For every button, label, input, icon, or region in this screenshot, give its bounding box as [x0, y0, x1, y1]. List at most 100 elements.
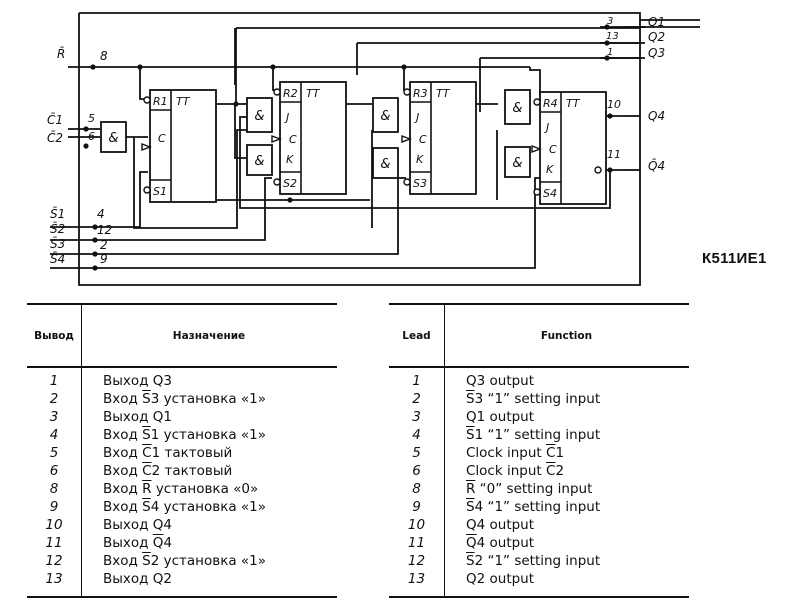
pin-number-6: 6	[88, 130, 95, 143]
clock-triangle	[531, 144, 542, 154]
pin-number-12: 12	[97, 223, 112, 237]
inversion-circle	[143, 186, 151, 194]
lead-number: 10	[407, 517, 426, 533]
lead-function: Вход C2 тактовый	[103, 463, 233, 479]
inversion-circle	[403, 178, 411, 186]
j-pin-label: J	[544, 121, 549, 134]
lead-number: 1	[49, 373, 59, 389]
pin-label-r: R̄	[57, 47, 65, 61]
lead-function: Q4 output	[466, 517, 535, 533]
set-pin-label: S4	[543, 187, 557, 200]
and-gate	[504, 146, 531, 178]
lead-function: Выход Q2	[103, 571, 173, 587]
lead-number: 6	[49, 463, 59, 479]
pin-label-q1: Q1	[648, 15, 665, 29]
wire	[529, 67, 541, 99]
pin-label-s1: S̄1	[50, 207, 65, 221]
header-function: Назначение	[172, 329, 246, 342]
pin-label-s3: S̄3	[50, 237, 65, 251]
outer-frame	[78, 12, 641, 286]
flip-flop-type: TT	[306, 87, 321, 100]
pin-label-c1: C̄1	[47, 113, 63, 127]
pin-label-q4: Q4	[648, 109, 665, 123]
and-gate	[372, 97, 399, 133]
lead-function: Q2 output	[466, 571, 535, 587]
pin-number-8: 8	[100, 49, 108, 63]
table-row: 13 Выход Q2	[27, 570, 337, 588]
k-pin-label: K	[416, 153, 424, 166]
reset-pin-label: R3	[413, 87, 428, 100]
header-lead: Вывод	[34, 329, 74, 342]
reset-pin-label: R2	[283, 87, 298, 100]
wire	[50, 177, 272, 241]
and-gate	[246, 97, 273, 133]
lead-number: 3	[412, 409, 421, 425]
lead-number: 9	[49, 499, 59, 515]
junction-dot	[83, 143, 89, 149]
lead-function: Выход Q3	[103, 373, 173, 389]
wires	[50, 12, 700, 286]
pin-label-s2: S̄2	[50, 222, 65, 236]
and-symbol: &	[254, 154, 264, 169]
pin-number-10: 10	[607, 98, 621, 111]
junction-dot	[83, 126, 89, 132]
lead-function: S2 “1” setting input	[466, 553, 601, 569]
and-symbol: &	[380, 109, 390, 124]
lead-number: 8	[412, 481, 421, 497]
lead-function: Вход S1 установка «1»	[103, 427, 267, 443]
lead-function: S1 “1” setting input	[466, 427, 601, 443]
wire	[139, 67, 150, 100]
lead-number: 2	[49, 391, 59, 407]
flip-flop-body	[279, 81, 347, 195]
inversion-circle	[533, 188, 541, 196]
table-row: 8 R “0” setting input	[389, 480, 689, 498]
lead-function: Q4 output	[466, 535, 535, 551]
clock-triangle	[401, 134, 412, 144]
junction-dot	[92, 251, 98, 257]
inversion-circle	[143, 96, 151, 104]
chip-name: К511ИЕ1	[702, 250, 767, 267]
lead-function: Вход S2 установка «1»	[103, 553, 267, 569]
lead-function: Выход Q1	[103, 409, 173, 425]
flip-flop-body	[409, 81, 477, 195]
set-pin-label: S3	[413, 177, 427, 190]
lead-function: Clock input C1	[466, 445, 565, 461]
pin-number-9: 9	[100, 252, 108, 266]
pin-number-3: 3	[607, 16, 613, 27]
junction-dot	[604, 40, 610, 46]
junction-dot	[92, 265, 98, 271]
wire	[50, 177, 406, 255]
lead-number: 1	[412, 373, 421, 389]
junction-dot	[607, 113, 613, 119]
lead-number: 13	[45, 571, 63, 587]
pin-number-11: 11	[607, 148, 621, 161]
table-row: 13 Q2 output	[389, 570, 689, 588]
pin-number-4: 4	[97, 207, 105, 221]
lead-number: 5	[412, 445, 421, 461]
lead-function: S3 “1” setting input	[466, 391, 601, 407]
junction-dot	[287, 197, 293, 203]
inversion-circle	[273, 88, 281, 96]
and-symbol: &	[512, 101, 522, 116]
lead-function: R “0” setting input	[466, 481, 593, 497]
and-gate	[246, 144, 273, 176]
lead-number: 13	[407, 571, 426, 587]
lead-number: 6	[412, 463, 421, 479]
clock-triangle	[271, 134, 282, 144]
pin-number-13: 13	[606, 31, 619, 42]
and-symbol: &	[108, 131, 118, 146]
